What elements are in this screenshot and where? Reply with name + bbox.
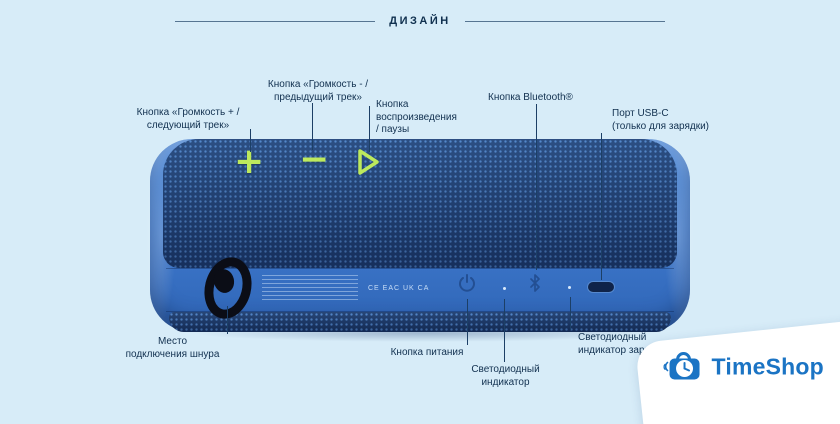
callout-volume-plus-label: Кнопка «Громкость + / следующий трек» bbox=[136, 107, 240, 131]
volume-plus-button-icon: + bbox=[234, 141, 265, 182]
brand-logo: TimeShop bbox=[663, 349, 824, 385]
callout-play-pause-line bbox=[369, 106, 370, 152]
callout-usb-c-label: Порт USB-C (только для зарядки) bbox=[612, 108, 710, 132]
callout-bluetooth-line bbox=[536, 104, 537, 270]
regulatory-fine-print bbox=[262, 275, 358, 301]
callout-cord-label: Место подключения шнура bbox=[125, 336, 220, 360]
callout-volume-minus-line bbox=[312, 103, 313, 150]
speaker-seam-top bbox=[166, 268, 674, 269]
callout-led-charge-line bbox=[570, 297, 571, 330]
callout-power-label: Кнопка питания bbox=[390, 347, 464, 358]
speaker-seam-bottom bbox=[166, 311, 674, 312]
section-title-row: ДИЗАЙН bbox=[175, 15, 665, 27]
callout-volume-plus-line bbox=[250, 129, 251, 152]
brand-watermark: TimeShop bbox=[634, 317, 840, 424]
regulatory-print: CE EAC UK CA bbox=[262, 270, 452, 306]
callout-bluetooth-label: Кнопка Bluetooth® bbox=[488, 92, 573, 103]
callout-usb-c-line bbox=[601, 133, 602, 280]
play-pause-button-icon bbox=[358, 149, 379, 175]
brand-name: TimeShop bbox=[711, 353, 824, 380]
speaker-mesh-bottom bbox=[169, 312, 671, 332]
charge-led bbox=[568, 286, 571, 289]
callout-play-pause-label: Кнопка воспроизведения / паузы bbox=[376, 99, 457, 135]
section-title: ДИЗАЙН bbox=[389, 15, 451, 27]
regulatory-marks: CE EAC UK CA bbox=[368, 284, 430, 292]
callout-power-line bbox=[467, 299, 468, 345]
title-rule-left bbox=[175, 20, 376, 22]
bluetooth-button-icon bbox=[530, 274, 540, 292]
callout-cord-line bbox=[227, 306, 228, 334]
usb-c-port bbox=[588, 282, 614, 292]
callout-volume-minus-label: Кнопка «Громкость - / предыдущий трек» bbox=[267, 79, 369, 103]
speaker-mesh-top bbox=[163, 139, 677, 268]
title-rule-right bbox=[464, 20, 665, 22]
volume-minus-button-icon: − bbox=[299, 139, 330, 180]
brand-clock-basket-icon bbox=[663, 352, 700, 380]
speaker-illustration: + − CE EAC UK CA bbox=[146, 139, 694, 332]
callout-led-line bbox=[504, 299, 505, 362]
power-button-icon bbox=[459, 274, 475, 292]
callout-led-label: Светодиодный индикатор bbox=[471, 364, 540, 388]
status-led bbox=[503, 287, 506, 290]
